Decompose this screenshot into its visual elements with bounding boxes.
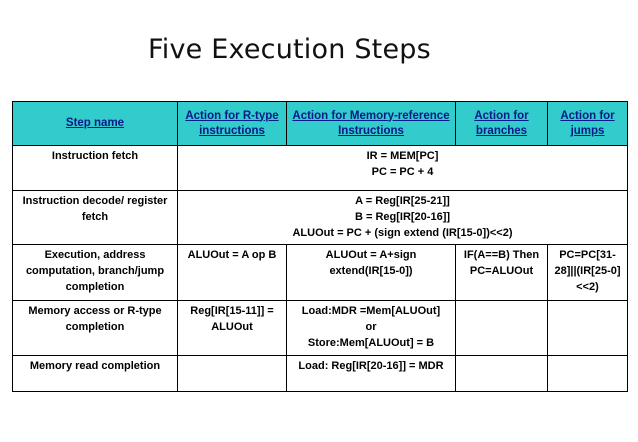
header-step-name: Step name (12, 101, 178, 146)
table-row-instruction-fetch: Instruction fetch IR = MEM[PC] PC = PC +… (12, 145, 628, 191)
step-name-cell: Memory access or R-type completion (12, 300, 178, 356)
rtype-action-cell: Reg[IR[15-11]] = ALUOut (177, 300, 287, 356)
jump-action-cell (547, 300, 628, 356)
action-line: B = Reg[IR[20-16]] (354, 211, 451, 223)
jump-action-cell (547, 355, 628, 392)
action-line: Store:Mem[ALUOut] = B (307, 337, 435, 349)
table-header-row: Step name Action for R-type instructions… (12, 101, 628, 146)
memref-action-cell: ALUOut = A+sign extend(IR[15-0]) (286, 244, 456, 301)
step-name-cell: Memory read completion (12, 355, 178, 392)
action-line: A = Reg[IR[25-21]] (355, 195, 450, 207)
step-name-cell: Instruction fetch (12, 145, 178, 191)
step-name-cell: Execution, address computation, branch/j… (12, 244, 178, 301)
action-line: PC = PC + 4 (371, 166, 434, 178)
table-row-memory-read-completion: Memory read completion Load: Reg[IR[20-1… (12, 355, 628, 392)
memref-action-cell: Load: Reg[IR[20-16]] = MDR (286, 355, 456, 392)
header-jumps: Action for jumps (547, 101, 628, 146)
action-line: ALUOut = PC + (sign extend (IR[15-0])<<2… (292, 227, 513, 239)
memref-action-cell: Load:MDR =Mem[ALUOut] or Store:Mem[ALUOu… (286, 300, 456, 356)
branch-action-cell (455, 300, 548, 356)
merged-action-cell: A = Reg[IR[25-21]] B = Reg[IR[20-16]] AL… (177, 190, 628, 245)
action-line: IR = MEM[PC] (366, 150, 439, 162)
merged-action-cell: IR = MEM[PC] PC = PC + 4 (177, 145, 628, 191)
branch-action-cell (455, 355, 548, 392)
action-line: or (365, 321, 377, 333)
branch-action-cell: IF(A==B) Then PC=ALUOut (455, 244, 548, 301)
rtype-action-cell: ALUOut = A op B (177, 244, 287, 301)
header-branches: Action for branches (455, 101, 548, 146)
step-name-cell: Instruction decode/ register fetch (12, 190, 178, 245)
table-row-decode: Instruction decode/ register fetch A = R… (12, 190, 628, 245)
execution-steps-table: Step name Action for R-type instructions… (12, 101, 628, 392)
header-rtype: Action for R-type instructions (177, 101, 287, 146)
action-line: Load:MDR =Mem[ALUOut] (301, 305, 441, 317)
header-memory-reference: Action for Memory-reference Instructions (286, 101, 456, 146)
slide-title: Five Execution Steps (148, 34, 431, 65)
table-row-memory-access: Memory access or R-type completion Reg[I… (12, 300, 628, 356)
table-row-execution: Execution, address computation, branch/j… (12, 244, 628, 301)
jump-action-cell: PC=PC[31-28]||(IR[25-0]<<2) (547, 244, 628, 301)
rtype-action-cell (177, 355, 287, 392)
